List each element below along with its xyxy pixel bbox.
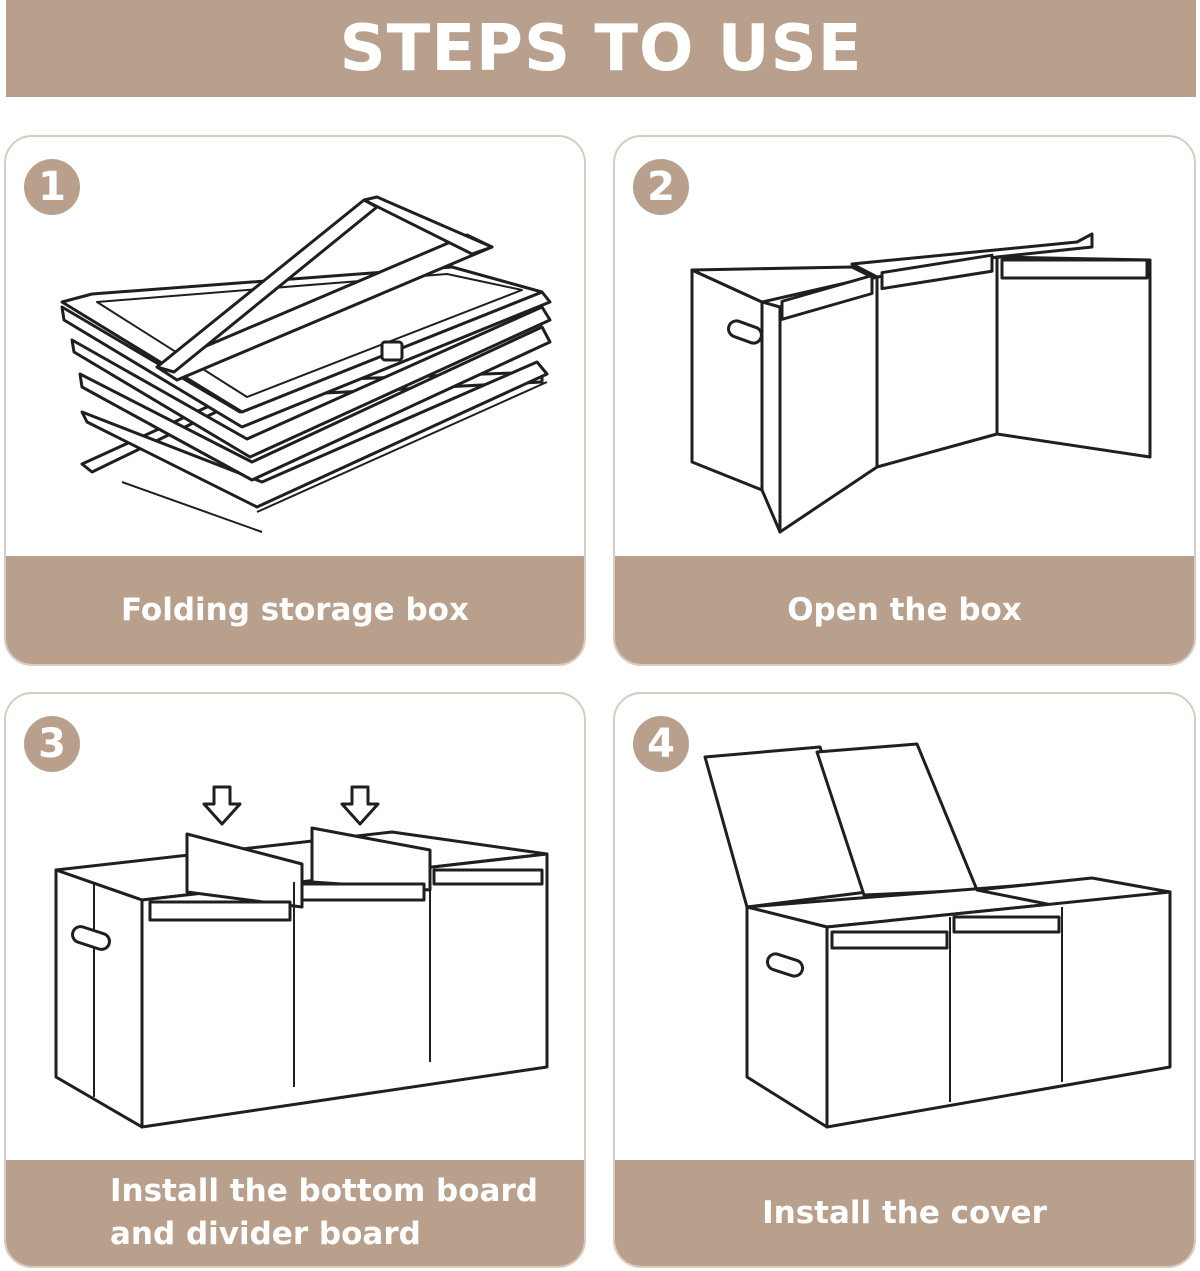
step-caption-text: Install the cover [762,1195,1047,1231]
step-caption-text: Open the box [787,592,1022,628]
step-card-2: 2 Open the box [613,135,1196,666]
step-caption-text: Install the bottom board and divider boa… [110,1173,538,1252]
step-number-badge: 3 [24,716,80,772]
step-card-1: 1 Folding storage box [4,135,586,666]
step-caption-1: Folding storage box [6,556,584,664]
step-card-3: 3 Install the bottom board and divider b… [4,692,586,1268]
folded-box-illustration [60,195,552,533]
box-with-cover-illustration [703,742,1172,1129]
header-banner: STEPS TO USE [6,0,1196,97]
open-box-illustration [690,232,1152,534]
step-number-badge: 4 [633,716,689,772]
step-caption-3: Install the bottom board and divider boa… [6,1160,584,1266]
box-with-dividers-illustration [54,785,549,1129]
page-title: STEPS TO USE [339,11,863,86]
step-number-badge: 2 [633,159,689,215]
step-card-4: 4 Install the cover [613,692,1196,1268]
step-caption-2: Open the box [615,556,1194,664]
step-caption-4: Install the cover [615,1160,1194,1266]
step-number-badge: 1 [24,159,80,215]
step-caption-text: Folding storage box [121,592,469,628]
